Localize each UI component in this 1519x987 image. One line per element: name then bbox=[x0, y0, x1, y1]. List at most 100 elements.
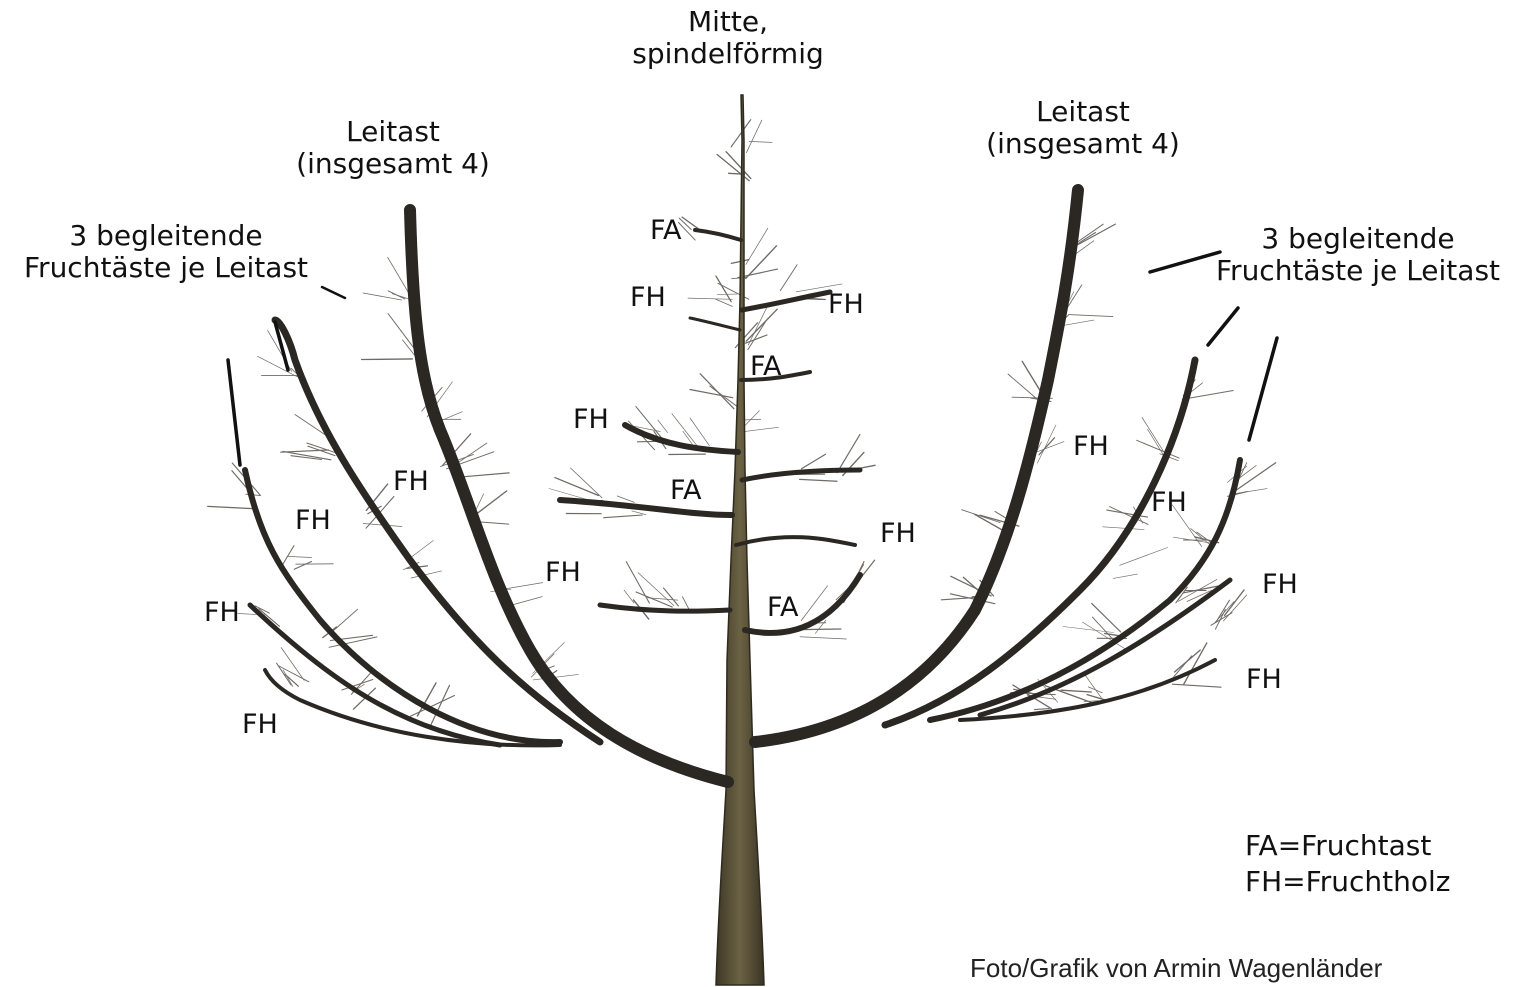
fruit-wood-twig bbox=[1224, 595, 1247, 621]
fh-label: FH bbox=[1151, 487, 1187, 518]
fh-label: FH bbox=[630, 282, 666, 313]
fruit-branch bbox=[690, 318, 740, 330]
fh-label: FH bbox=[204, 597, 240, 628]
fruit-wood-twig bbox=[1184, 643, 1207, 685]
fruit-wood-twig bbox=[1113, 574, 1137, 578]
fh-label: FH bbox=[828, 289, 864, 320]
fruit-wood-twig bbox=[1120, 548, 1168, 566]
fruit-branch bbox=[600, 605, 730, 611]
fruit-wood-twig bbox=[1035, 709, 1050, 710]
fa-label: FA bbox=[650, 215, 682, 246]
fruit-wood-twig bbox=[746, 246, 777, 279]
fa-label: FA bbox=[750, 351, 782, 382]
fruit-wood-twig bbox=[287, 556, 311, 557]
fruit-wood-twig bbox=[632, 511, 646, 515]
fruit-wood-twig bbox=[1064, 320, 1094, 325]
fh-label: FH bbox=[573, 404, 609, 435]
fruit-wood-twig bbox=[1092, 617, 1113, 640]
fruit-wood-twig bbox=[746, 120, 761, 153]
main-branches bbox=[245, 95, 1240, 985]
center-leader-label-line2: spindelförmig bbox=[632, 38, 824, 70]
leader-branch-label-right-line1: Leitast bbox=[986, 96, 1180, 128]
fruit-wood-twig bbox=[742, 427, 778, 432]
accompanying-branches-label-left: 3 begleitende Fruchtäste je Leitast bbox=[24, 220, 308, 284]
indicator-line-left bbox=[228, 360, 240, 465]
fruit-wood-twig bbox=[294, 562, 311, 570]
fruit-branch bbox=[625, 425, 738, 452]
fruit-wood-twig bbox=[1092, 603, 1121, 632]
fruit-branch bbox=[742, 470, 860, 480]
fruit-branch bbox=[695, 230, 741, 240]
center-leader-label-line1: Mitte, bbox=[632, 6, 824, 38]
indicator-line-right bbox=[1208, 308, 1238, 345]
fruit-wood-twig bbox=[800, 479, 837, 481]
fruit-wood-twig bbox=[690, 418, 709, 446]
fruit-wood-twig bbox=[749, 141, 772, 142]
fh-label: FH bbox=[242, 709, 278, 740]
credit-text: Foto/Grafik von Armin Wagenländer bbox=[970, 954, 1382, 984]
fruit-wood-twig bbox=[800, 637, 847, 639]
fruit-wood-twig bbox=[477, 522, 508, 524]
fruit-wood-twig bbox=[1172, 684, 1221, 687]
fruit-wood-twig bbox=[1142, 418, 1163, 452]
fruit-wood-twig bbox=[658, 420, 668, 433]
fruit-wood-twig bbox=[1215, 610, 1225, 630]
fruit-branch bbox=[745, 575, 860, 633]
accompanying-branches-label-left-line1: 3 begleitende bbox=[24, 220, 308, 252]
indicator-line-left bbox=[322, 287, 345, 298]
fruit-wood-twig bbox=[780, 265, 797, 291]
fruit-wood-twig bbox=[277, 663, 292, 685]
legend-fa: FA=Fruchtast bbox=[1245, 830, 1450, 862]
leader-branch-label-left-line1: Leitast bbox=[296, 116, 490, 148]
fruit-wood-twig bbox=[1103, 527, 1145, 530]
fruit-wood-twig bbox=[745, 411, 760, 426]
fruit-branch bbox=[736, 537, 855, 545]
fa-label: FA bbox=[767, 592, 799, 623]
fh-label: FH bbox=[1262, 569, 1298, 600]
fruit-wood-twig bbox=[962, 510, 1001, 523]
accompanying-branches-label-left-line2: Fruchtäste je Leitast bbox=[24, 252, 308, 284]
fh-label: FH bbox=[1246, 664, 1282, 695]
fruit-wood-twig bbox=[688, 298, 732, 299]
fruit-wood-twig bbox=[837, 435, 860, 473]
accompanying-branches-label-right-line2: Fruchtäste je Leitast bbox=[1216, 255, 1500, 287]
fruit-wood-twig bbox=[1022, 361, 1040, 390]
leader-branch-label-right-line2: (insgesamt 4) bbox=[986, 128, 1180, 160]
indicator-line-right bbox=[1249, 338, 1277, 440]
fruit-branch bbox=[560, 500, 732, 515]
fruit-wood-twig bbox=[1063, 627, 1114, 633]
fruit-wood-twig bbox=[617, 496, 634, 502]
accompanying-branches-label-right-line1: 3 begleitende bbox=[1216, 223, 1500, 255]
fruit-wood-twig bbox=[331, 609, 357, 632]
leader-branch-right bbox=[755, 190, 1078, 742]
fruit-wood-twig bbox=[459, 473, 510, 477]
fruit-wood-twig bbox=[283, 546, 294, 565]
accompanying-branches-label-right: 3 begleitende Fruchtäste je Leitast bbox=[1216, 223, 1500, 287]
leader-branch-label-left: Leitast (insgesamt 4) bbox=[296, 116, 490, 180]
fruit-wood-twig bbox=[683, 597, 690, 611]
fruit-wood-twig bbox=[626, 562, 649, 603]
fruit-wood-twig bbox=[208, 506, 258, 509]
fruit-wood-twig bbox=[690, 390, 733, 398]
fruit-wood-twig bbox=[802, 454, 826, 469]
fruit-wood-twig bbox=[1087, 695, 1105, 700]
fruit-wood-twig bbox=[571, 468, 602, 498]
fruit-wood-twig bbox=[555, 478, 599, 496]
indicator-line-right bbox=[1150, 252, 1220, 272]
fa-label: FA bbox=[670, 475, 702, 506]
fruit-wood-twig bbox=[624, 590, 634, 603]
fh-label: FH bbox=[295, 505, 331, 536]
fh-label: FH bbox=[880, 518, 916, 549]
fh-label: FH bbox=[1073, 431, 1109, 462]
fruit-wood-twig bbox=[1105, 633, 1120, 635]
fruit-wood-twig bbox=[283, 451, 331, 459]
leader-branch-label-left-line2: (insgesamt 4) bbox=[296, 148, 490, 180]
fh-label: FH bbox=[545, 557, 581, 588]
fruit-wood-twig bbox=[1069, 315, 1113, 317]
center-leader-label: Mitte, spindelförmig bbox=[632, 6, 824, 70]
fruit-wood-twig bbox=[1061, 690, 1091, 692]
leader-branch-label-right: Leitast (insgesamt 4) bbox=[986, 96, 1180, 160]
fruit-wood-twig bbox=[604, 515, 643, 518]
legend: FA=Fruchtast FH=Fruchtholz bbox=[1245, 830, 1450, 898]
fruit-wood-twig bbox=[710, 386, 738, 407]
